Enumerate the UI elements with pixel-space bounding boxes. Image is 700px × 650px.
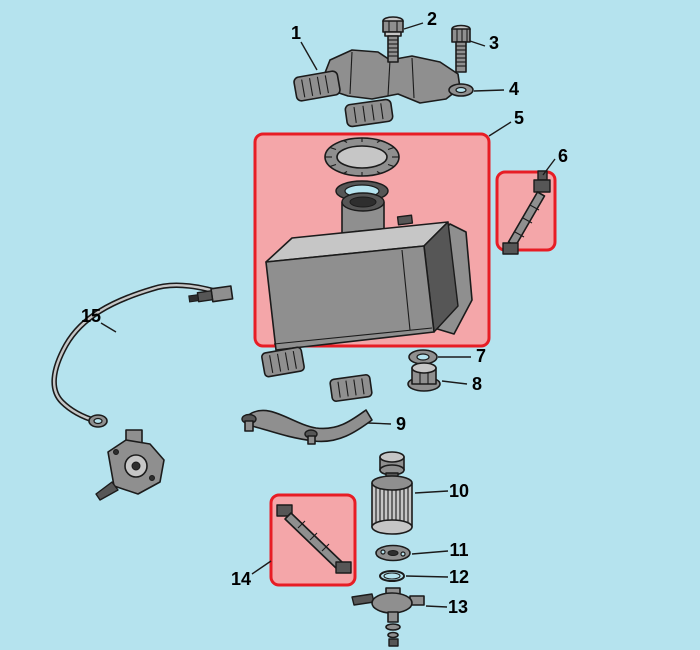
part-label-14: 14 <box>231 569 251 589</box>
nut-8 <box>407 362 441 392</box>
washer-7 <box>408 349 438 365</box>
filter-plate-11 <box>375 544 411 562</box>
part-label-5: 5 <box>514 108 524 128</box>
bolt-3 <box>451 24 471 73</box>
washer-4 <box>448 83 474 97</box>
o-ring-12 <box>379 570 405 582</box>
mount-pad-1 <box>293 70 341 102</box>
fuel-valve-13 <box>351 587 425 647</box>
part-label-9: 9 <box>396 414 406 434</box>
fuel-tank <box>265 214 473 351</box>
leader-lines <box>100 22 556 608</box>
fuel-pump <box>95 429 165 501</box>
part-labels: 1 2 3 4 5 6 7 8 9 10 11 12 13 14 15 <box>81 9 568 617</box>
part-label-6: 6 <box>558 146 568 166</box>
mount-pad-9a <box>261 346 305 378</box>
filler-cap <box>324 137 400 177</box>
lower-mount-bracket-9 <box>241 346 373 445</box>
part-label-8: 8 <box>472 374 482 394</box>
mount-pad-lower <box>344 98 394 128</box>
line-fitting-icon <box>188 285 234 303</box>
part-label-12: 12 <box>449 567 469 587</box>
mount-pad-9b <box>329 374 373 402</box>
fuel-hose-6 <box>502 170 551 255</box>
fuel-filter-10 <box>371 451 413 535</box>
fuel-line-15 <box>51 282 234 501</box>
part-label-3: 3 <box>489 33 499 53</box>
part-label-7: 7 <box>476 346 486 366</box>
part-label-1: 1 <box>291 23 301 43</box>
hex-bolt-2 <box>382 16 404 63</box>
upper-mount-bracket <box>322 49 461 104</box>
part-label-11: 11 <box>449 540 468 560</box>
part-label-4: 4 <box>509 79 519 99</box>
part-label-13: 13 <box>448 597 468 617</box>
part-label-10: 10 <box>449 481 469 501</box>
part-label-15: 15 <box>81 306 101 326</box>
fuel-tank-assembly-5 <box>265 137 473 351</box>
fuel-hose-14 <box>276 504 352 574</box>
part-label-2: 2 <box>427 9 437 29</box>
